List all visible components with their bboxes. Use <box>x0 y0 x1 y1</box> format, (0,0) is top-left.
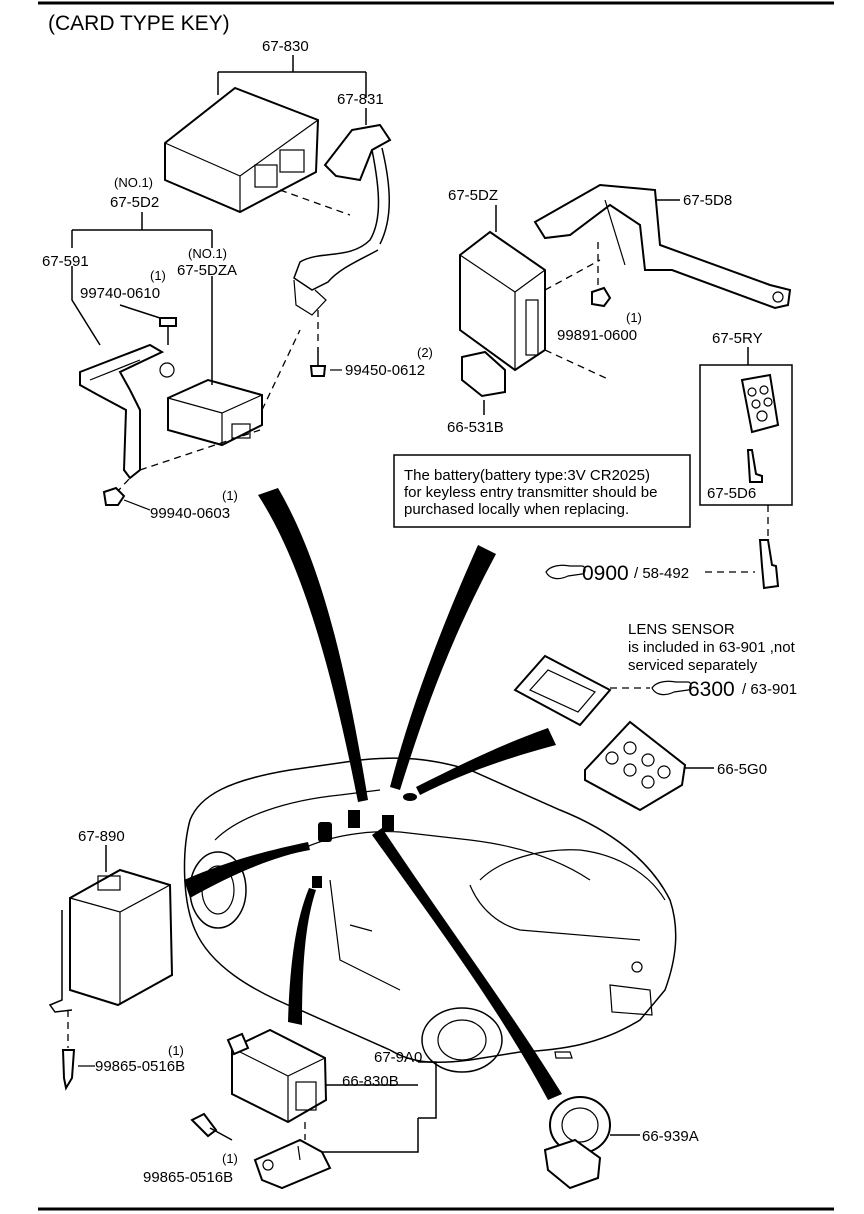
qty-99865-a: (1) <box>168 1043 184 1058</box>
lens-sensor-line-3: serviced separately <box>628 657 758 674</box>
part-67-830: 67-830 <box>262 38 309 55</box>
bracket-67-5d8 <box>533 183 792 310</box>
relay-66-830b <box>226 1028 328 1124</box>
ref-6300: 6300 <box>688 678 735 701</box>
part-67-5d8: 67-5D8 <box>683 192 732 209</box>
screw-99740 <box>159 317 177 345</box>
part-99865-0516b-b: 99865-0516B <box>143 1169 233 1186</box>
battery-note: The battery(battery type:3V CR2025) for … <box>393 454 691 528</box>
qty-99450: (2) <box>417 345 433 360</box>
car-part-mark-3 <box>382 815 394 831</box>
lens-sensor <box>513 654 612 727</box>
part-67-890: 67-890 <box>78 828 125 845</box>
part-99450-0612: 99450-0612 <box>345 362 425 379</box>
module-67-890 <box>48 868 174 1013</box>
car-part-mark-1 <box>318 822 332 842</box>
screw-99865-b <box>190 1112 233 1141</box>
emergency-key-67-5d6 <box>746 449 763 483</box>
qty-99740: (1) <box>150 268 166 283</box>
bracket-67-831 <box>293 123 392 316</box>
screw-99450 <box>309 347 327 377</box>
pointing-hand-icon <box>545 564 586 580</box>
part-67-5dz: 67-5DZ <box>448 187 498 204</box>
lens-sensor-title: LENS SENSOR <box>628 621 735 638</box>
callout-wedges <box>184 488 562 1100</box>
pointing-hand-icon-2 <box>651 680 692 696</box>
car-part-mark-2 <box>348 810 360 828</box>
part-67-5d6: 67-5D6 <box>707 485 756 502</box>
qty-99940: (1) <box>222 488 238 503</box>
part-99940-0603: 99940-0603 <box>150 505 230 522</box>
nut-99940 <box>102 486 126 506</box>
battery-note-line-2: for keyless entry transmitter should be <box>404 484 657 501</box>
lens-sensor-line-2: is included in 63-901 ,not <box>628 639 796 656</box>
ref-63-901: / 63-901 <box>742 681 797 698</box>
part-99740-0610: 99740-0610 <box>80 285 160 302</box>
qty-99865-b: (1) <box>222 1151 238 1166</box>
part-67-9a0: 67-9A0 <box>374 1049 422 1066</box>
module-67-5dza <box>167 378 263 447</box>
battery-note-line-3: purchased locally when replacing. <box>404 501 629 518</box>
coil-66-939a <box>543 1096 611 1190</box>
bracket-67-9a0 <box>253 1138 332 1190</box>
ref-0900: 0900 <box>582 562 629 585</box>
card-key-transmitter <box>740 373 780 434</box>
part-66-939a: 66-939A <box>642 1128 699 1145</box>
no1-67-5d2: (NO.1) <box>114 175 153 190</box>
sensor-module-66-5g0 <box>584 720 687 812</box>
part-67-5ry: 67-5RY <box>712 330 763 347</box>
diagram-title: (CARD TYPE KEY) <box>48 12 230 35</box>
part-67-5d2: 67-5D2 <box>110 194 159 211</box>
part-67-831: 67-831 <box>337 91 384 108</box>
qty-99891: (1) <box>626 310 642 325</box>
part-67-591: 67-591 <box>42 253 89 270</box>
vehicle-outline <box>183 757 677 1073</box>
part-99891-0600: 99891-0600 <box>557 327 637 344</box>
module-67-5dz <box>459 230 546 372</box>
screw-99865-a <box>61 1049 76 1091</box>
no1-67-5dza: (NO.1) <box>188 246 227 261</box>
part-66-531b: 66-531B <box>447 419 504 436</box>
blank-key <box>758 539 780 590</box>
nut-99891 <box>591 286 612 308</box>
part-67-5dza: 67-5DZA <box>177 262 237 279</box>
battery-note-line-1: The battery(battery type:3V CR2025) <box>404 467 650 484</box>
part-99865-0516b-a: 99865-0516B <box>95 1058 185 1075</box>
car-part-mark-5 <box>403 793 417 801</box>
ref-58-492: / 58-492 <box>634 565 689 582</box>
part-66-830b: 66-830B <box>342 1073 399 1090</box>
module-67-830 <box>164 86 320 214</box>
bracket-67-591 <box>79 343 175 480</box>
part-66-5g0: 66-5G0 <box>717 761 767 778</box>
car-part-mark-4 <box>312 876 322 888</box>
bracket-66-531b <box>461 350 506 398</box>
